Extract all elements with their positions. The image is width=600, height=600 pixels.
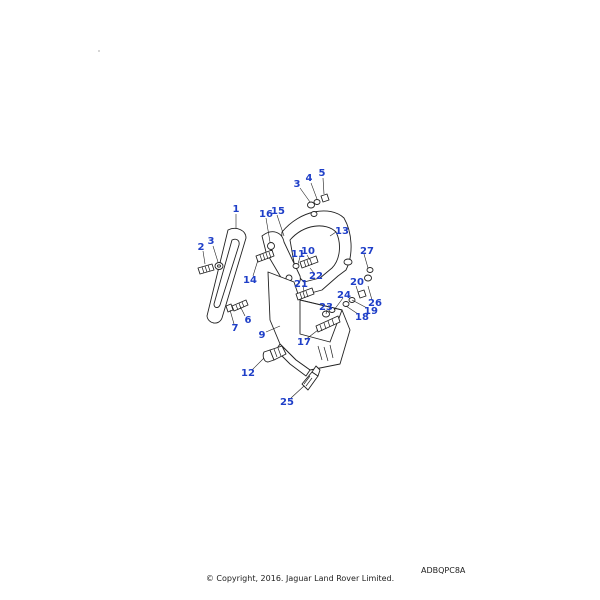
callout-20: 20 [350,277,364,288]
callout-21: 21 [294,279,308,290]
diagram-reference-code: ADBQPC8A [421,566,466,575]
callout-4: 4 [306,173,313,184]
part-top-hardware [307,193,330,209]
callout-12: 12 [241,368,255,379]
part-switch-25 [301,365,321,391]
callout-25: 25 [280,397,294,408]
callout-18: 18 [355,312,369,323]
callout-9: 9 [259,330,266,341]
part-bolt-21 [295,287,315,301]
stray-dot [98,50,100,52]
callout-1: 1 [233,204,240,215]
callout-22: 22 [309,271,323,282]
callout-6: 6 [245,315,252,326]
callout-2: 2 [198,242,205,253]
callout-10: 10 [301,246,315,257]
callout-leaders [202,177,373,399]
part-bolt-17 [315,315,341,333]
callout-5: 5 [319,168,326,179]
callout-17: 17 [297,337,311,348]
callout-16: 16 [259,209,273,220]
callout-3a: 3 [208,236,215,247]
callout-26: 26 [368,298,382,309]
copyright-notice: © Copyright, 2016. Jaguar Land Rover Lim… [205,574,395,583]
callout-27: 27 [360,246,374,257]
callout-23: 23 [319,302,333,313]
callout-24: 24 [337,290,351,301]
callout-3b: 3 [294,179,301,190]
part-strap-bolt [197,262,224,275]
callout-14: 14 [243,275,257,286]
part-adjuster-strap [206,227,247,324]
callout-19: 19 [364,306,378,317]
callout-labels: 1 2 3 3 4 5 6 7 9 10 11 12 13 14 15 16 1… [198,168,382,408]
part-bolt-12 [262,345,287,363]
part-bolt-10 [292,255,319,269]
callout-11: 11 [291,249,305,260]
part-strap-bottom-bolt [225,299,249,313]
callout-13: 13 [335,226,349,237]
callout-7: 7 [232,323,239,334]
part-bolt-14 [255,249,275,263]
callout-15: 15 [271,206,285,217]
